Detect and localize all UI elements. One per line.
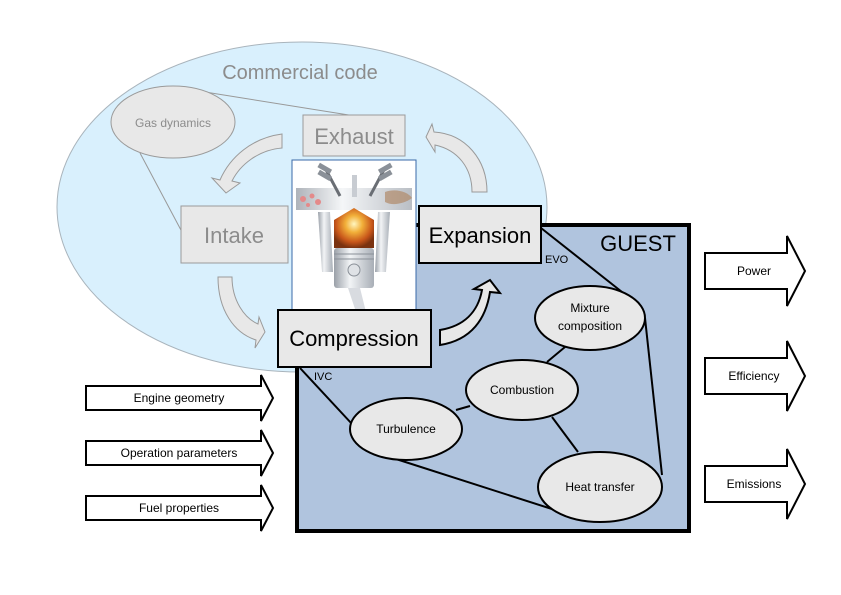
ivc-label: IVC xyxy=(314,371,332,383)
mixture-line2: composition xyxy=(558,319,622,333)
compression-node: Compression xyxy=(277,309,432,368)
exhaust-node: Exhaust xyxy=(302,114,406,157)
input-label: Engine geometry xyxy=(134,391,225,405)
expansion-label: Expansion xyxy=(429,223,532,248)
combustion-node: Combustion xyxy=(465,359,579,421)
expansion-node: Expansion xyxy=(418,205,542,264)
combustion-label: Combustion xyxy=(490,383,554,397)
engine-cylinder-image xyxy=(291,159,417,317)
arrow-compression-to-expansion xyxy=(439,278,503,347)
gas-dynamics-node: Gas dynamics xyxy=(110,85,236,159)
input-label: Operation parameters xyxy=(121,446,238,460)
link-mixture-combustion xyxy=(546,346,566,363)
arrow-intake-to-compression xyxy=(217,276,266,349)
output-label: Emissions xyxy=(727,477,782,491)
output-arrow-efficiency: Efficiency xyxy=(704,340,807,412)
link-combustion-heat xyxy=(551,416,579,453)
heat-transfer-node: Heat transfer xyxy=(537,451,663,523)
arrow-exhaust-to-intake xyxy=(210,133,283,194)
input-arrow-fuel-properties: Fuel properties xyxy=(85,484,275,532)
link-compression-turbulence xyxy=(299,367,353,425)
turbulence-label: Turbulence xyxy=(376,422,436,436)
turbulence-node: Turbulence xyxy=(349,397,463,461)
output-label: Power xyxy=(737,264,771,278)
guest-title: GUEST xyxy=(600,231,676,256)
heat-transfer-label: Heat transfer xyxy=(565,480,634,494)
output-arrow-power: Power xyxy=(704,235,807,307)
input-label: Fuel properties xyxy=(139,501,219,515)
arrow-expansion-to-exhaust xyxy=(425,122,488,193)
output-arrow-emissions: Emissions xyxy=(704,448,807,520)
intake-node: Intake xyxy=(180,205,289,264)
compression-label: Compression xyxy=(289,326,419,351)
submodel-links xyxy=(299,227,663,511)
input-arrow-engine-geometry: Engine geometry xyxy=(85,374,275,422)
input-arrow-operation-parameters: Operation parameters xyxy=(85,429,275,477)
link-gas-exhaust xyxy=(204,91,356,117)
gas-dynamics-label: Gas dynamics xyxy=(135,116,211,130)
link-mixture-heat xyxy=(644,317,663,476)
intake-label: Intake xyxy=(204,223,264,248)
mixture-composition-node: Mixture composition xyxy=(534,285,646,351)
commercial-code-title: Commercial code xyxy=(222,62,378,84)
link-gas-intake xyxy=(139,152,183,233)
link-combustion-turbulence xyxy=(455,405,471,411)
link-turbulence-heat xyxy=(395,458,556,511)
mixture-line1: Mixture xyxy=(570,301,610,315)
exhaust-label: Exhaust xyxy=(314,124,394,149)
link-expansion-mixture xyxy=(540,227,623,293)
output-label: Efficiency xyxy=(728,369,779,383)
evo-label: EVO xyxy=(545,254,569,266)
